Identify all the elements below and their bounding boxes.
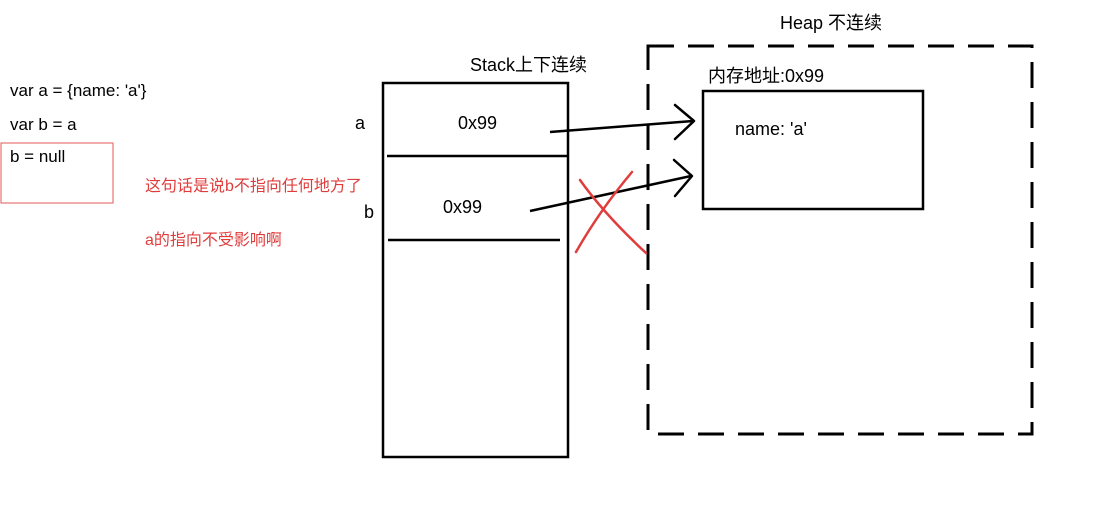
code-line-1: var a = {name: 'a'} [10, 81, 147, 100]
stack-var-a: a [355, 113, 366, 133]
code-line-2: var b = a [10, 115, 77, 134]
stack-value-b: 0x99 [443, 197, 482, 217]
stack-box [381, 81, 570, 459]
annotation-note-2: a的指向不受影响啊 [145, 231, 282, 249]
arrow-a [549, 103, 696, 141]
annotation-note-1: 这句话是说b不指向任何地方了 [145, 177, 362, 195]
heap-address-label: 内存地址:0x99 [708, 66, 824, 86]
heap-box [646, 44, 1034, 436]
highlight-box [0, 142, 114, 204]
cross-mark [574, 170, 648, 255]
heap-object-content: name: 'a' [735, 119, 807, 139]
stack-var-b: b [364, 202, 374, 222]
heap-title: Heap 不连续 [780, 13, 882, 33]
heap-object-box [701, 89, 925, 211]
code-line-3: b = null [10, 147, 65, 166]
stack-title: Stack上下连续 [470, 55, 587, 75]
stack-value-a: 0x99 [458, 113, 497, 133]
arrow-b [529, 158, 694, 213]
